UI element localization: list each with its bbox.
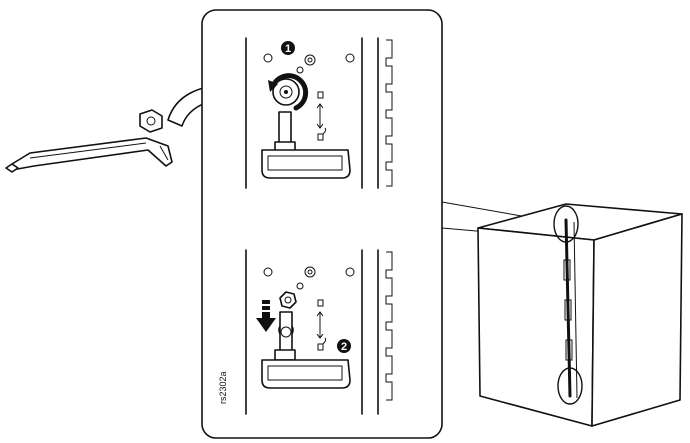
step-marker-2-label: 2: [341, 341, 347, 353]
step-marker-2: 2: [337, 339, 351, 353]
down-arrow-icon: [256, 300, 276, 332]
hex-key-icon: [5, 137, 173, 173]
hex-bolt-icon: [139, 109, 163, 133]
reference-code: rs2302a: [218, 371, 228, 404]
detail-panel: 1: [201, 9, 443, 439]
step-marker-1: 1: [281, 41, 295, 55]
bottom-view: 2: [245, 249, 393, 415]
cabinet-icon: [477, 203, 683, 427]
top-view: 1: [245, 37, 393, 189]
step-marker-1-label: 1: [285, 43, 291, 55]
